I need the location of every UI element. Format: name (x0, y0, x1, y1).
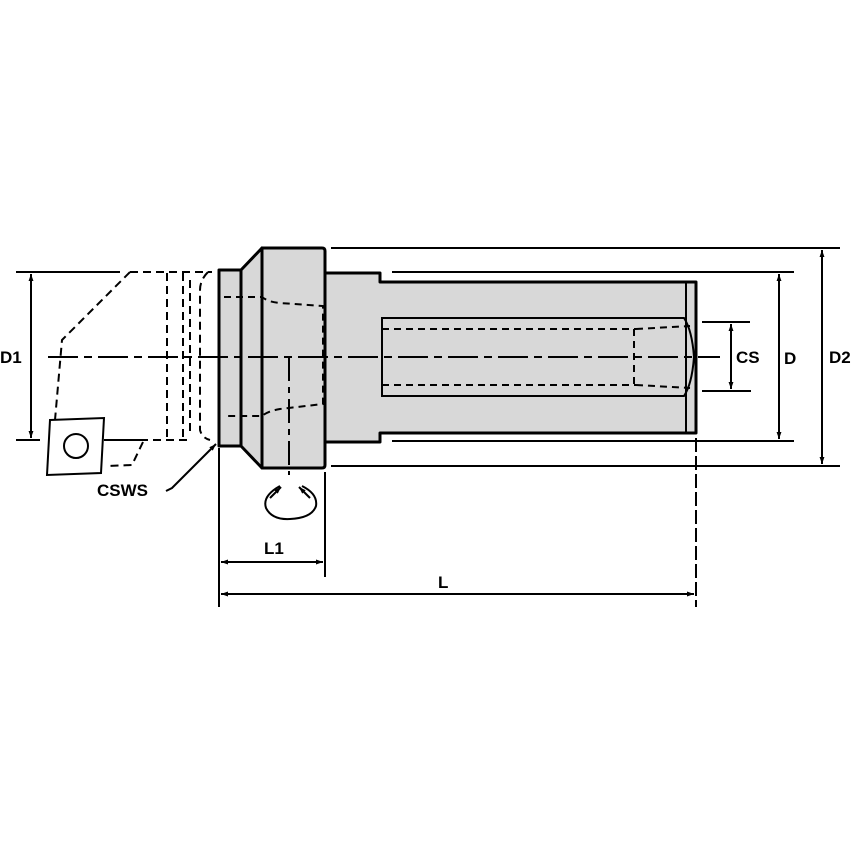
l-label: L (438, 573, 449, 592)
d2-label: D2 (829, 348, 851, 367)
csws-leader (165, 443, 217, 492)
rotation-arrow-icon (264, 485, 318, 521)
d-label: D (784, 349, 797, 368)
dimension-lines (28, 250, 825, 597)
extension-lines (16, 247, 840, 607)
internal-bore (381, 317, 696, 397)
main-collar (260, 246, 327, 470)
insert-icon (45, 416, 106, 477)
csws-label: CSWS (97, 481, 148, 500)
cs-label: CS (736, 348, 760, 367)
hidden-lines (224, 296, 691, 417)
d1-label: D1 (0, 348, 22, 367)
l1-label: L1 (264, 539, 284, 558)
